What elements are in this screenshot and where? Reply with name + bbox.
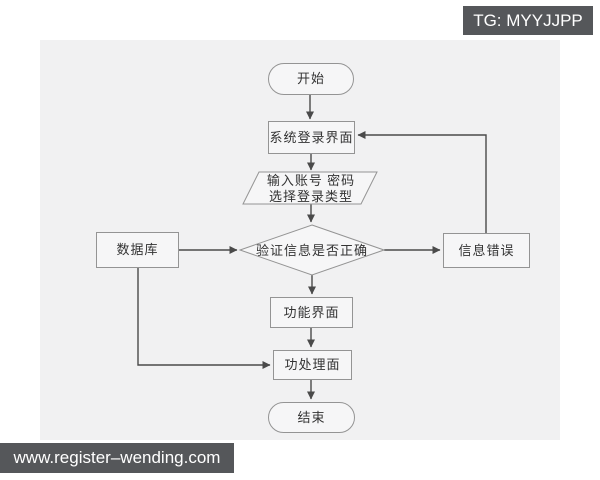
tg-watermark-text: TG: MYYJJPP (473, 10, 583, 30)
node-error: 信息错误 (443, 233, 530, 268)
node-function-ui: 功能界面 (270, 297, 353, 328)
site-watermark-text: www.register–wending.com (13, 448, 221, 467)
node-start-label: 开始 (296, 71, 325, 87)
node-processing: 功处理面 (273, 350, 352, 380)
node-database: 数据库 (96, 232, 179, 268)
node-input-line2: 选择登录类型 (268, 189, 353, 204)
node-input-line1: 输入账号 密码 (266, 173, 356, 188)
node-processing-label: 功处理面 (284, 357, 341, 373)
node-start: 开始 (268, 63, 354, 95)
node-database-label: 数据库 (116, 242, 159, 258)
tg-watermark-badge: TG: MYYJJPP (463, 6, 593, 35)
node-input-label: 输入账号 密码 选择登录类型 (245, 173, 377, 205)
node-login-label: 系统登录界面 (269, 129, 354, 145)
node-error-label: 信息错误 (458, 242, 515, 258)
site-watermark-badge: www.register–wending.com (0, 443, 234, 473)
node-end-label: 结束 (297, 409, 326, 425)
node-end: 结束 (268, 402, 355, 433)
node-login: 系统登录界面 (268, 121, 355, 154)
node-function-ui-label: 功能界面 (283, 304, 340, 320)
node-decision-label: 验证信息是否正确 (255, 243, 368, 258)
